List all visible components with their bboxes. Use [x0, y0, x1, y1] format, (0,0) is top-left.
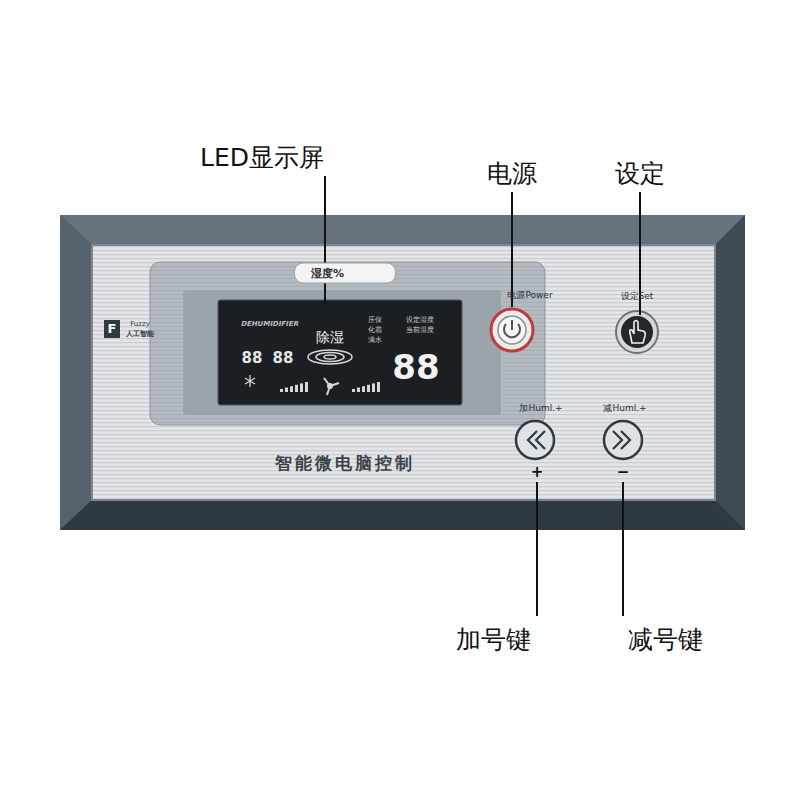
level-bar — [295, 385, 298, 392]
lcd-text: 当前湿度 — [406, 327, 434, 335]
level-bar — [290, 386, 293, 392]
level-bar — [280, 389, 283, 392]
brand-text: Fuzzy — [130, 321, 150, 329]
bezel — [60, 215, 745, 530]
lcd-text: 设定湿度 — [406, 317, 434, 325]
brand-text: 人工智能 — [126, 331, 154, 339]
lcd-digits: 88 — [273, 350, 294, 367]
sign-mark: + — [531, 464, 544, 481]
button-label: 减Huml.+ — [603, 404, 646, 414]
callout-label: LED显示屏 — [200, 144, 324, 172]
fuzzy-logo — [104, 320, 120, 338]
level-bar — [372, 383, 375, 392]
lcd-digits: 88 — [392, 349, 439, 386]
level-bar — [285, 388, 288, 392]
lcd-digits: 88 — [242, 350, 263, 367]
lcd-text: 满水 — [368, 337, 382, 345]
level-bar — [357, 388, 360, 392]
leader-lines — [325, 176, 640, 616]
set-button — [616, 311, 658, 353]
level-bar — [362, 386, 365, 392]
panel-face — [92, 245, 715, 500]
power-button — [491, 309, 533, 351]
button-label: 设定Set — [621, 292, 654, 302]
button-label: 电源Power — [507, 291, 552, 301]
lcd-text: 压保 — [368, 317, 382, 325]
tab-label: 湿度% — [311, 266, 379, 281]
callout-label: 减号键 — [628, 626, 703, 654]
lcd-level-bars — [280, 382, 380, 392]
logo-letter: F — [108, 322, 117, 336]
lcd-text: 除湿 — [316, 330, 344, 345]
level-bar — [367, 385, 370, 392]
callout-label: 设定 — [615, 160, 665, 188]
level-bar — [377, 382, 380, 392]
minus-button — [604, 421, 642, 459]
display-tab: 湿度% — [294, 263, 396, 284]
lcd-text: 化霜 — [368, 327, 382, 335]
callout-label: 电源 — [487, 160, 537, 188]
plus-button — [516, 421, 554, 459]
level-bar — [305, 382, 308, 392]
callout-label: 加号键 — [456, 626, 531, 654]
level-bar — [300, 383, 303, 392]
panel-title: 智能微电脑控制 — [275, 454, 415, 473]
lcd-text: DEHUMIDIFIER — [241, 321, 299, 329]
sign-mark: − — [617, 464, 630, 481]
level-bar — [352, 389, 355, 392]
button-label: 加Huml.+ — [519, 404, 562, 414]
lcd-housing — [150, 262, 545, 425]
lcd-bezel — [183, 290, 501, 415]
lcd-screen — [218, 300, 462, 405]
